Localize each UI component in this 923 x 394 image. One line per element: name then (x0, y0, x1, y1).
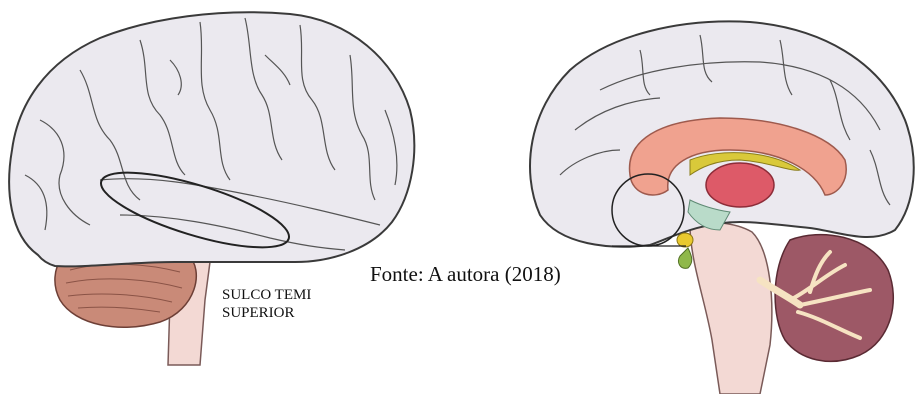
amygdala (677, 233, 693, 247)
sulcus-label-line1: SULCO TEMI (222, 286, 340, 304)
lateral-brain-view (9, 12, 414, 365)
lateral-cerebrum (9, 12, 414, 266)
sulcus-label-line2: SUPERIOR (222, 304, 340, 322)
medial-brainstem (690, 222, 772, 394)
medial-brain-view (530, 21, 914, 394)
pituitary (678, 248, 691, 268)
sulcus-label: SULCO TEMI SUPERIOR (222, 286, 340, 322)
figure-caption: Fonte: A autora (2018) (368, 262, 563, 287)
thalamus (706, 163, 774, 207)
